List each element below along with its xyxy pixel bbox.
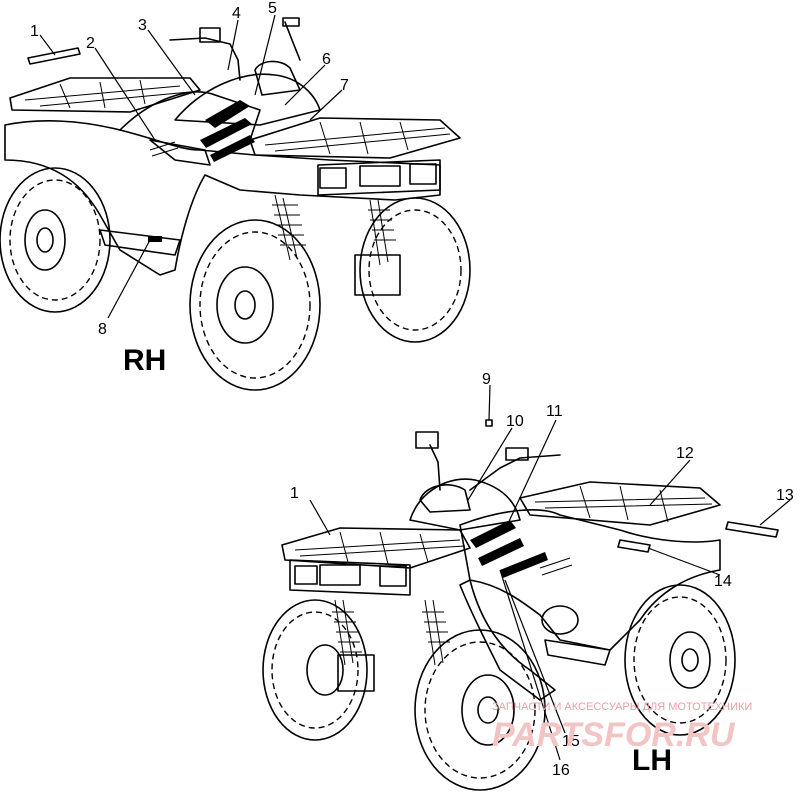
- callout-rh-5: 5: [268, 0, 277, 17]
- callout-lh-12: 12: [676, 445, 694, 462]
- watermark-brand: PARTSFOR.RU: [492, 716, 736, 754]
- callout-lh-15: 15: [562, 733, 580, 750]
- atv-lh-view: [262, 384, 791, 791]
- callout-lh-10: 10: [506, 413, 524, 430]
- callout-rh-2: 2: [86, 35, 95, 52]
- callout-lh-1: 1: [290, 485, 299, 502]
- watermark-text: ЗАПЧАСТИ И АКСЕССУАРЫ ДЛЯ МОТОТЕХНИКИ: [492, 701, 752, 713]
- callout-lh-9: 9: [482, 371, 491, 388]
- callout-rh-3: 3: [138, 17, 147, 34]
- callout-lh-13: 13: [776, 487, 794, 504]
- callout-lh-11: 11: [546, 403, 563, 420]
- callout-rh-7: 7: [340, 77, 349, 94]
- rh-view-label: RH: [123, 344, 166, 377]
- callout-lh-14: 14: [714, 573, 732, 590]
- lh-view-label: LH: [632, 744, 672, 777]
- callout-lh-16: 16: [552, 762, 570, 779]
- callout-rh-6: 6: [322, 51, 331, 68]
- atv-rh-view: [0, 14, 471, 391]
- callout-rh-8: 8: [98, 321, 107, 338]
- callout-rh-4: 4: [232, 5, 241, 22]
- callout-rh-1: 1: [30, 23, 39, 40]
